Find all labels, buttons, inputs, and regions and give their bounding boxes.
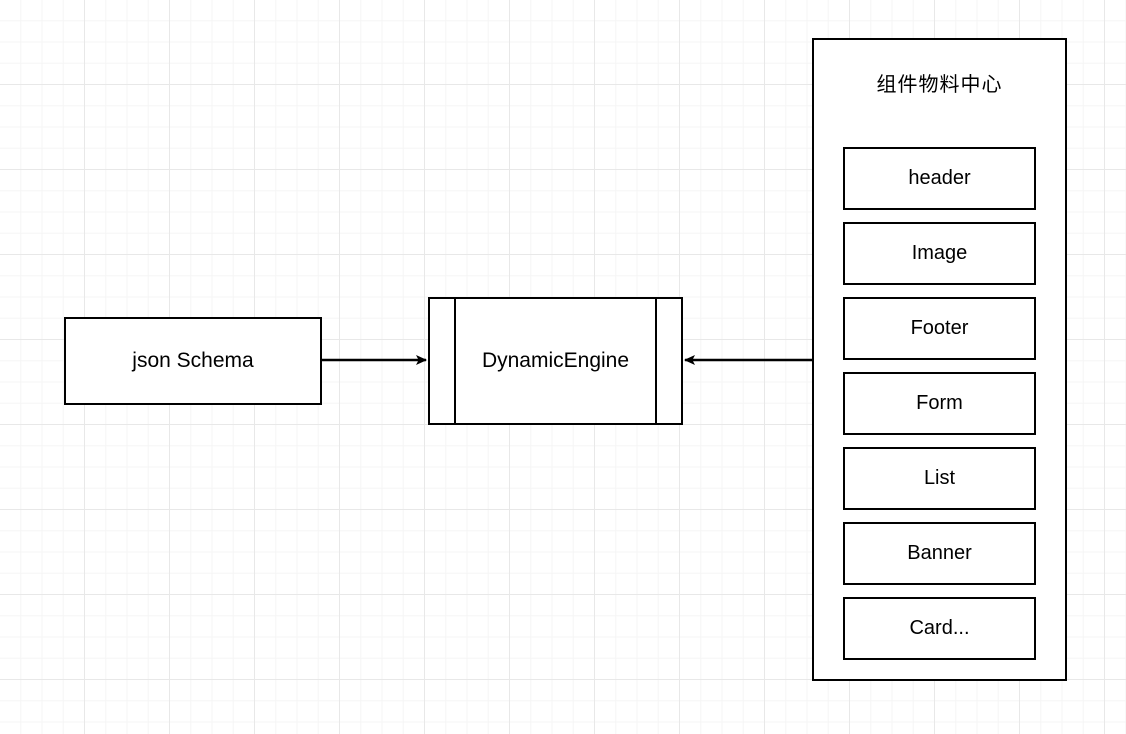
node-json-schema[interactable]: json Schema <box>64 317 322 405</box>
component-item-header[interactable]: header <box>843 147 1036 210</box>
component-item-label: Footer <box>910 317 969 339</box>
component-item-label: Banner <box>907 542 972 564</box>
component-item-image[interactable]: Image <box>843 222 1036 285</box>
process-divider-left <box>454 297 456 425</box>
component-item-label: Form <box>916 392 963 414</box>
component-item-banner[interactable]: Banner <box>843 522 1036 585</box>
node-material-center-panel[interactable]: 组件物料中心 header Image Footer Form List Ban… <box>812 38 1067 681</box>
component-item-label: Card... <box>909 617 970 639</box>
component-item-label: header <box>908 167 971 189</box>
material-center-title: 组件物料中心 <box>876 74 1003 96</box>
component-item-footer[interactable]: Footer <box>843 297 1036 360</box>
component-list: header Image Footer Form List Banner Car… <box>843 147 1036 660</box>
component-item-card[interactable]: Card... <box>843 597 1036 660</box>
component-item-label: List <box>923 467 956 489</box>
component-item-form[interactable]: Form <box>843 372 1036 435</box>
component-item-label: Image <box>911 242 968 264</box>
node-json-schema-label: json Schema <box>132 349 254 372</box>
node-dynamic-engine-label: DynamicEngine <box>481 349 630 373</box>
component-item-list[interactable]: List <box>843 447 1036 510</box>
node-dynamic-engine[interactable]: DynamicEngine <box>428 297 683 425</box>
process-divider-right <box>655 297 657 425</box>
